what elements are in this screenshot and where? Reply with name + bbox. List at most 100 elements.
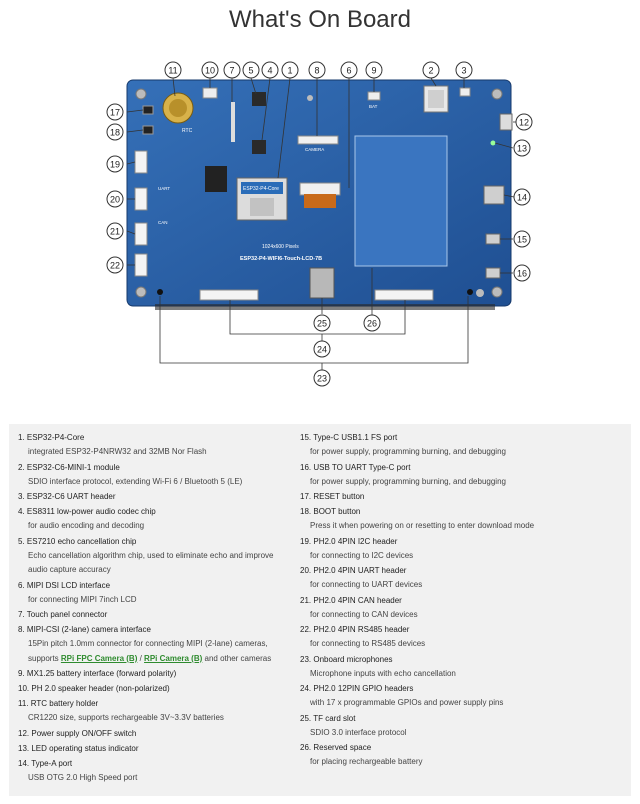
feature-name: ESP32-C6-MINI-1 module bbox=[26, 462, 120, 472]
feature-number: 12. bbox=[18, 728, 30, 738]
callout-12: 12 bbox=[515, 113, 533, 131]
feature-description: for connecting to UART devices bbox=[310, 580, 423, 589]
feature-description: supports RPi FPC Camera (B) / RPi Camera… bbox=[18, 652, 308, 667]
tf-card-slot bbox=[309, 267, 335, 299]
feature-title: 10. PH 2.0 speaker header (non-polarized… bbox=[18, 681, 308, 696]
svg-text:ESP32-P4-Core: ESP32-P4-Core bbox=[243, 186, 279, 192]
board-diagram: RTC CAMERA BAT ESP32-P4-Core UART CAN 10… bbox=[106, 61, 533, 387]
callouts: 11 10 7 5 4 1 8 6 9 2 3 12 13 14 15 16 1… bbox=[106, 61, 533, 387]
callout-23: 23 bbox=[313, 369, 331, 387]
svg-text:CAN: CAN bbox=[158, 220, 168, 225]
feature-title: 19. PH2.0 4PIN I2C header bbox=[300, 534, 590, 549]
feature-name: LED operating status indicator bbox=[31, 743, 139, 753]
feature-description: with 17 x programmable GPIOs and power s… bbox=[310, 698, 504, 707]
feature-description: for connecting to CAN devices bbox=[310, 609, 418, 619]
svg-text:7: 7 bbox=[229, 66, 234, 76]
rpi-fpc-camera-link[interactable]: RPi FPC Camera (B) bbox=[60, 653, 138, 663]
callout-1: 1 bbox=[281, 61, 299, 79]
svg-text:16: 16 bbox=[517, 269, 527, 279]
feature-title: 6. MIPI DSI LCD interface bbox=[18, 578, 308, 593]
mount-hole bbox=[135, 88, 147, 100]
feature-number: 18. bbox=[300, 507, 312, 516]
feature-name: MIPI DSI LCD interface bbox=[26, 580, 111, 590]
svg-text:19: 19 bbox=[110, 160, 120, 170]
feature-item: 7. Touch panel connector bbox=[18, 607, 308, 622]
feature-item: 20. PH2.0 4PIN UART header for connecting… bbox=[300, 563, 590, 593]
feature-description: CR1220 size, supports rechargeable 3V~3.… bbox=[28, 713, 224, 722]
desc-text: supports bbox=[28, 653, 61, 663]
callout-20: 20 bbox=[106, 190, 124, 208]
feature-number: 2. bbox=[18, 462, 25, 472]
feature-title: 15. Type-C USB1.1 FS port bbox=[300, 430, 590, 445]
callout-18: 18 bbox=[106, 123, 124, 141]
callout-25: 25 bbox=[313, 314, 331, 332]
feature-description: SDIO 3.0 interface protocol bbox=[310, 727, 407, 737]
type-c-usb-port bbox=[485, 233, 501, 245]
feature-number: 19. bbox=[300, 536, 312, 546]
feature-name: ES7210 echo cancellation chip bbox=[26, 536, 137, 546]
feature-number: 9. bbox=[18, 669, 25, 678]
feature-description: Microphone inputs with echo cancellation bbox=[310, 668, 456, 678]
callout-11: 11 bbox=[164, 61, 182, 79]
svg-text:13: 13 bbox=[517, 144, 527, 154]
feature-number: 21. bbox=[300, 595, 312, 605]
callout-7: 7 bbox=[223, 61, 241, 79]
mic2 bbox=[467, 289, 473, 295]
svg-text:3: 3 bbox=[461, 66, 466, 76]
feature-title: 11. RTC battery holder bbox=[18, 696, 308, 711]
callout-17: 17 bbox=[106, 103, 124, 121]
reserved-space bbox=[354, 135, 448, 267]
uart-header bbox=[134, 187, 148, 211]
feature-name: ES8311 low-power audio codec chip bbox=[26, 507, 156, 516]
feature-number: 14. bbox=[18, 758, 30, 768]
callout-15: 15 bbox=[513, 230, 531, 248]
usb-to-uart-port bbox=[485, 267, 501, 279]
feature-title: 4. ES8311 low-power audio codec chip bbox=[18, 504, 308, 519]
feature-description: for audio encoding and decoding bbox=[28, 521, 145, 530]
feature-title: 17. RESET button bbox=[300, 489, 590, 504]
callout-19: 19 bbox=[106, 155, 124, 173]
feature-name: Reserved space bbox=[313, 743, 372, 752]
mount-hole bbox=[491, 286, 503, 298]
feature-name: MIPI-CSI (2-lane) camera interface bbox=[26, 625, 151, 634]
callout-2: 2 bbox=[422, 61, 440, 79]
svg-text:21: 21 bbox=[110, 227, 120, 237]
svg-text:24: 24 bbox=[317, 345, 327, 355]
feature-title: 20. PH2.0 4PIN UART header bbox=[300, 563, 590, 578]
rpi-camera-link[interactable]: RPi Camera (B) bbox=[144, 653, 203, 663]
reset-button bbox=[142, 105, 154, 115]
feature-name: RESET button bbox=[313, 492, 365, 501]
rs485-header bbox=[134, 253, 148, 277]
feature-name: Power supply ON/OFF switch bbox=[31, 728, 137, 738]
camera-connector bbox=[297, 135, 339, 145]
feature-name: PH2.0 12PIN GPIO headers bbox=[313, 684, 414, 693]
feature-name: MX1.25 battery interface (forward polari… bbox=[26, 669, 177, 678]
feature-number: 11. bbox=[18, 699, 29, 708]
feature-description: audio capture accuracy bbox=[28, 565, 111, 574]
feature-name: RTC battery holder bbox=[30, 699, 99, 708]
feature-item: 12. Power supply ON/OFF switch bbox=[18, 726, 308, 741]
svg-text:10: 10 bbox=[205, 66, 215, 76]
power-switch bbox=[499, 113, 513, 131]
svg-text:20: 20 bbox=[110, 195, 120, 205]
feature-number: 8. bbox=[18, 625, 25, 634]
callout-24: 24 bbox=[313, 340, 331, 358]
feature-number: 16. bbox=[300, 462, 312, 472]
feature-number: 25. bbox=[300, 713, 312, 723]
feature-title: 26. Reserved space bbox=[300, 740, 590, 755]
feature-item: 9. MX1.25 battery interface (forward pol… bbox=[18, 666, 308, 681]
svg-text:5: 5 bbox=[248, 66, 253, 76]
feature-item: 4. ES8311 low-power audio codec chip for … bbox=[18, 504, 308, 534]
feature-title: 18. BOOT button bbox=[300, 504, 590, 519]
feature-title: 1. ESP32-P4-Core bbox=[18, 430, 308, 445]
